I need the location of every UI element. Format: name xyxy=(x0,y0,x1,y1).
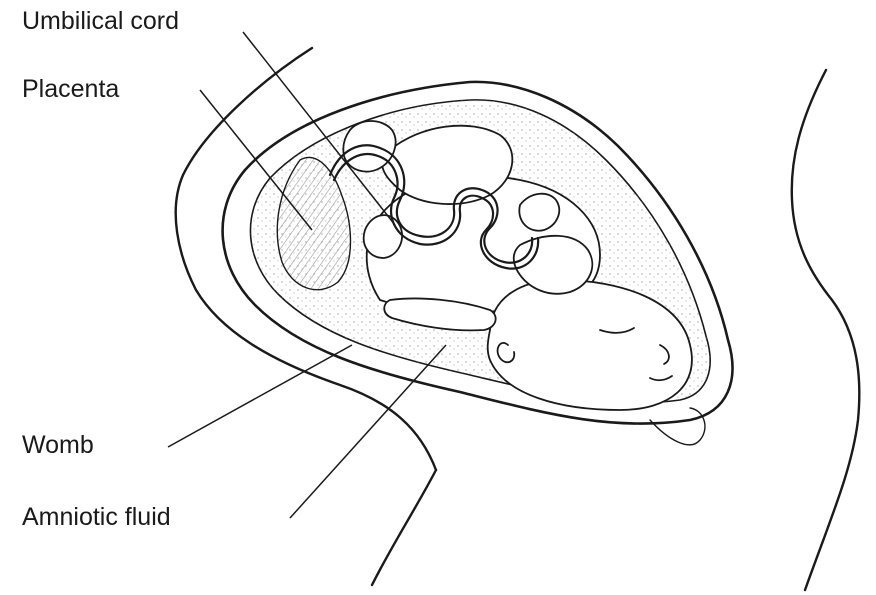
label-womb: Womb xyxy=(22,433,94,458)
label-umbilical-cord: Umbilical cord xyxy=(22,9,179,34)
label-amniotic-fluid: Amniotic fluid xyxy=(22,505,171,530)
label-placenta: Placenta xyxy=(22,77,119,102)
leader-womb xyxy=(168,345,352,447)
